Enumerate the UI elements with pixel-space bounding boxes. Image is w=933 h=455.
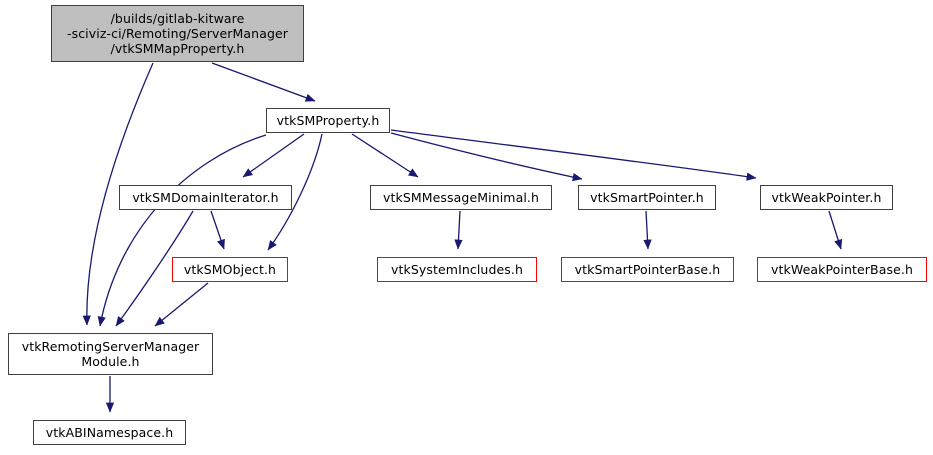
node-label: vtkSmartPointer.h xyxy=(590,190,704,205)
node-vtksmobject[interactable]: vtkSMObject.h xyxy=(172,257,288,282)
node-vtksmartpointer[interactable]: vtkSmartPointer.h xyxy=(578,185,716,210)
edge-smproperty-to-remotingmodule xyxy=(97,134,267,327)
edge-smproperty-to-smartpointer xyxy=(390,132,583,182)
edge-smdomainiterator-to-smobject xyxy=(210,210,225,250)
node-vtksmartpointerbase[interactable]: vtkSmartPointerBase.h xyxy=(561,257,734,282)
node-label: vtkWeakPointerBase.h xyxy=(771,262,913,277)
node-vtkweakpointer[interactable]: vtkWeakPointer.h xyxy=(760,185,893,210)
node-vtksmmapproperty-root[interactable]: /builds/gitlab-kitware -sciviz-ci/Remoti… xyxy=(51,5,304,62)
node-vtkabinamespace[interactable]: vtkABINamespace.h xyxy=(33,420,186,445)
node-label: vtkSMObject.h xyxy=(183,262,277,277)
edge-root-to-smproperty xyxy=(211,62,316,102)
node-label: vtkWeakPointer.h xyxy=(771,190,882,205)
node-vtksmdomainiterator[interactable]: vtkSMDomainIterator.h xyxy=(119,185,292,210)
node-label: vtkSmartPointerBase.h xyxy=(574,262,721,277)
node-label: vtkSystemIncludes.h xyxy=(391,262,523,277)
edge-weakpointer-to-weakpointerbase xyxy=(828,210,843,250)
node-label: vtkRemotingServerManager Module.h xyxy=(21,339,200,369)
node-vtksmmessageminimal[interactable]: vtkSMMessageMinimal.h xyxy=(370,185,552,210)
node-label: vtkABINamespace.h xyxy=(45,425,174,440)
edge-smartpointer-to-smartpointerbase xyxy=(643,210,652,250)
edge-smdomainiterator-to-remotingmodule xyxy=(115,210,194,327)
node-label: /builds/gitlab-kitware -sciviz-ci/Remoti… xyxy=(66,11,289,56)
edge-smproperty-to-smmessageminimal xyxy=(351,133,419,178)
node-vtkremotingservermanagermodule[interactable]: vtkRemotingServerManager Module.h xyxy=(8,333,213,375)
edge-smobject-to-remotingmodule xyxy=(154,282,209,327)
edge-root-to-remotingmodule xyxy=(82,62,154,326)
node-label: vtkSMProperty.h xyxy=(276,113,380,128)
edge-smmessageminimal-to-systemincludes xyxy=(454,210,463,250)
node-vtksmproperty[interactable]: vtkSMProperty.h xyxy=(266,108,390,133)
node-vtkweakpointerbase[interactable]: vtkWeakPointerBase.h xyxy=(757,257,927,282)
node-label: vtkSMDomainIterator.h xyxy=(132,190,279,205)
edge-smproperty-to-weakpointer xyxy=(390,129,757,181)
node-vtksystemincludes[interactable]: vtkSystemIncludes.h xyxy=(377,257,537,282)
edge-smproperty-to-smdomainiterator xyxy=(242,133,305,178)
edge-smproperty-to-smobject xyxy=(267,133,323,251)
node-label: vtkSMMessageMinimal.h xyxy=(383,190,539,205)
